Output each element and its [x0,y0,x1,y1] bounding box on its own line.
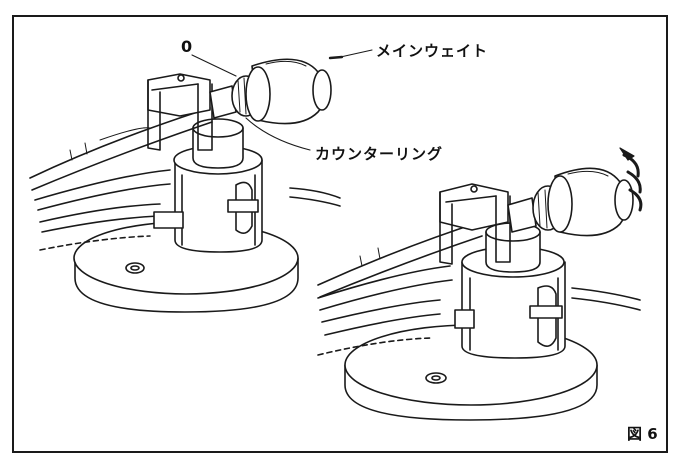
counter-ring-label: カウンターリング [315,145,444,163]
rotation-arrow-icon [619,147,643,212]
right-lock-knobs [454,285,563,347]
left-side-cables [34,169,341,251]
right-gimbal-bracket [439,183,511,265]
left-tonearm-assembly [29,49,373,313]
right-tonearm-assembly [317,147,643,421]
left-main-weight [245,58,332,125]
left-gimbal-bracket [147,73,213,151]
right-main-weight [547,167,634,237]
figure-number-label: 図 6 [627,425,658,443]
main-weight-label: メインウェイト [376,42,489,60]
right-side-cables [317,265,641,356]
left-leader-lines [191,49,373,151]
right-arm-tube [317,221,483,298]
zero-mark-label: 0 [181,37,193,56]
left-lock-knobs [153,181,259,234]
